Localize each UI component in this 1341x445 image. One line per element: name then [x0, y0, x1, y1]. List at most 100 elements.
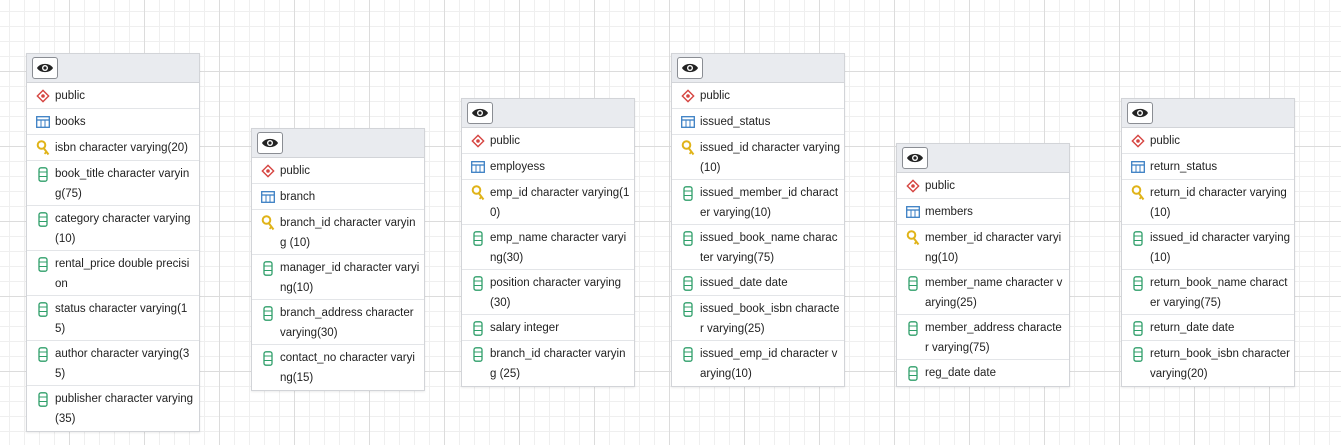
column-row-label: return_book_name character varying(75)	[1150, 277, 1288, 309]
primary-key-row[interactable]: branch_id character varying (10)	[252, 210, 424, 255]
column-row-label: issued_date date	[700, 277, 788, 289]
column-row[interactable]: author character varying(35)	[27, 341, 199, 386]
column-row[interactable]: manager_id character varying(10)	[252, 255, 424, 300]
primary-key-row[interactable]: return_id character varying (10)	[1122, 180, 1294, 225]
column-row[interactable]: reg_date date	[897, 360, 1069, 386]
column-row[interactable]: status character varying(15)	[27, 296, 199, 341]
column-row[interactable]: issued_emp_id character varying(10)	[672, 341, 844, 386]
column-row-label: publisher character varying (35)	[55, 393, 194, 425]
schema-row-label: public	[490, 135, 521, 147]
table-name-row[interactable]: employess	[462, 154, 634, 180]
table-members[interactable]: public members member_id character varying…	[896, 143, 1070, 387]
column-row[interactable]: emp_name character varying(30)	[462, 225, 634, 270]
key-icon	[35, 138, 51, 158]
schema-row[interactable]: public	[672, 83, 844, 109]
schema-row-label: public	[55, 90, 86, 102]
table-branch[interactable]: public branch branch_id character varying …	[251, 128, 425, 391]
column-row[interactable]: issued_member_id character varying(10)	[672, 180, 844, 225]
schema-row-label: public	[1150, 135, 1181, 147]
primary-key-row-label: member_id character varying(10)	[925, 232, 1062, 264]
table-name-row[interactable]: members	[897, 199, 1069, 225]
schema-row[interactable]: public	[1122, 128, 1294, 154]
column-row[interactable]: return_date date	[1122, 315, 1294, 341]
schema-icon	[470, 131, 486, 151]
column-row[interactable]: issued_id character varying (10)	[1122, 225, 1294, 270]
column-row[interactable]: rental_price double precision	[27, 251, 199, 296]
column-row[interactable]: return_book_isbn character varying(20)	[1122, 341, 1294, 386]
table-employess[interactable]: public employess emp_id character varying(…	[461, 98, 635, 387]
column-icon	[1130, 273, 1146, 293]
table-icon	[260, 187, 276, 207]
column-row[interactable]: publisher character varying (35)	[27, 386, 199, 431]
column-row-label: branch_id character varying (25)	[490, 348, 626, 380]
primary-key-row[interactable]: isbn character varying(20)	[27, 135, 199, 161]
column-row-label: book_title character varying(75)	[55, 168, 190, 200]
column-row[interactable]: position character varying (30)	[462, 270, 634, 315]
column-icon	[260, 258, 276, 278]
primary-key-row[interactable]: emp_id character varying(10)	[462, 180, 634, 225]
schema-row-label: public	[280, 165, 311, 177]
column-row-label: issued_emp_id character varying(10)	[700, 348, 838, 380]
column-row[interactable]: category character varying (10)	[27, 206, 199, 251]
column-row-label: member_address character varying(75)	[925, 322, 1062, 354]
view-toggle-button[interactable]	[677, 57, 703, 79]
schema-row[interactable]: public	[27, 83, 199, 109]
table-header	[462, 99, 634, 128]
column-icon	[905, 273, 921, 293]
table-header	[1122, 99, 1294, 128]
eye-icon	[36, 62, 54, 74]
table-name-row-label: branch	[280, 191, 316, 203]
column-icon	[1130, 318, 1146, 338]
column-row[interactable]: branch_id character varying (25)	[462, 341, 634, 386]
schema-row[interactable]: public	[252, 158, 424, 184]
column-row-label: rental_price double precision	[55, 258, 190, 290]
view-toggle-button[interactable]	[257, 132, 283, 154]
table-books[interactable]: public books isbn character varying(20) boo…	[26, 53, 200, 432]
column-row-label: status character varying(15)	[55, 303, 188, 335]
column-icon	[905, 318, 921, 338]
column-row[interactable]: issued_book_name character varying(75)	[672, 225, 844, 270]
primary-key-row-label: branch_id character varying (10)	[280, 217, 416, 249]
column-row[interactable]: member_name character varying(25)	[897, 270, 1069, 315]
schema-icon	[260, 161, 276, 181]
view-toggle-button[interactable]	[467, 102, 493, 124]
column-row[interactable]: salary integer	[462, 315, 634, 341]
schema-icon	[905, 176, 921, 196]
table-name-row-label: books	[55, 116, 86, 128]
view-toggle-button[interactable]	[1127, 102, 1153, 124]
schema-row[interactable]: public	[897, 173, 1069, 199]
view-toggle-button[interactable]	[32, 57, 58, 79]
table-name-row-label: employess	[490, 161, 545, 173]
schema-row[interactable]: public	[462, 128, 634, 154]
table-name-row-label: members	[925, 206, 973, 218]
column-row[interactable]: member_address character varying(75)	[897, 315, 1069, 360]
table-header	[672, 54, 844, 83]
key-icon	[680, 138, 696, 158]
table-name-row[interactable]: return_status	[1122, 154, 1294, 180]
column-icon	[680, 344, 696, 364]
table-name-row[interactable]: books	[27, 109, 199, 135]
column-row[interactable]: issued_book_isbn character varying(25)	[672, 296, 844, 341]
column-row[interactable]: contact_no character varying(15)	[252, 345, 424, 390]
table-icon	[470, 157, 486, 177]
column-row[interactable]: branch_address character varying(30)	[252, 300, 424, 345]
column-icon	[680, 273, 696, 293]
primary-key-row[interactable]: member_id character varying(10)	[897, 225, 1069, 270]
table-name-row[interactable]: issued_status	[672, 109, 844, 135]
key-icon	[1130, 183, 1146, 203]
table-name-row[interactable]: branch	[252, 184, 424, 210]
column-row[interactable]: issued_date date	[672, 270, 844, 296]
column-row-label: emp_name character varying(30)	[490, 232, 627, 264]
column-row[interactable]: book_title character varying(75)	[27, 161, 199, 206]
view-toggle-button[interactable]	[902, 147, 928, 169]
column-icon	[260, 348, 276, 368]
column-icon	[35, 389, 51, 409]
column-row-label: issued_id character varying (10)	[1150, 232, 1290, 264]
primary-key-row[interactable]: issued_id character varying (10)	[672, 135, 844, 180]
column-row[interactable]: return_book_name character varying(75)	[1122, 270, 1294, 315]
column-icon	[35, 209, 51, 229]
key-icon	[905, 228, 921, 248]
column-row-label: issued_book_name character varying(75)	[700, 232, 838, 264]
